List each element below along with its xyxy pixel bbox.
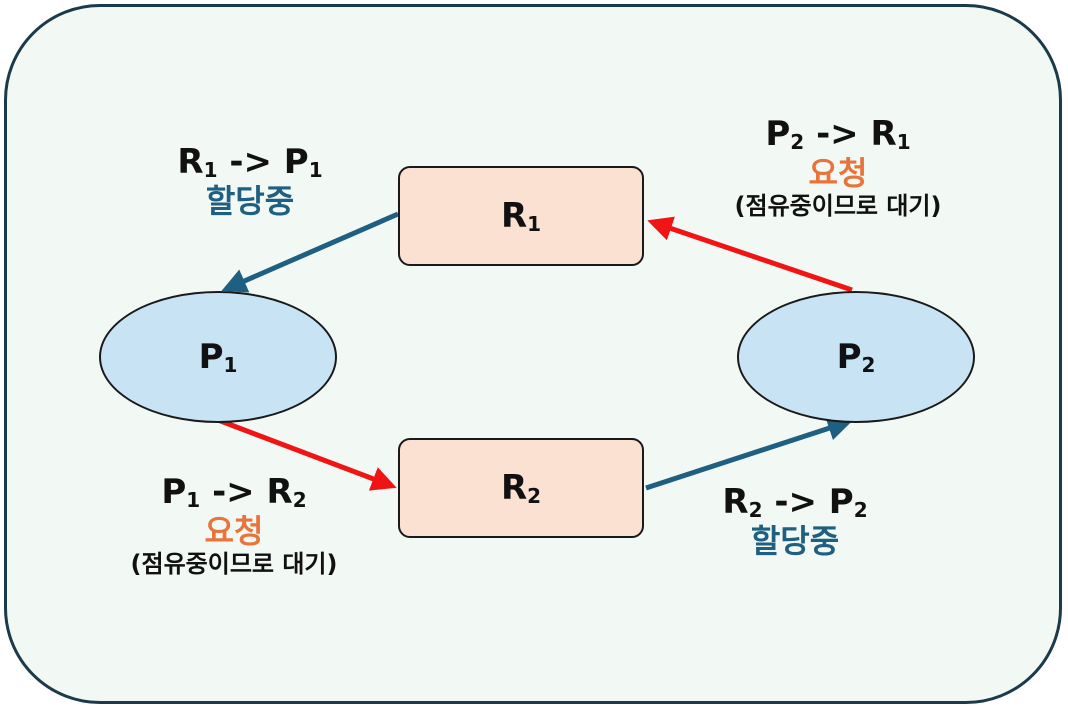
resource-r2: R2: [398, 438, 644, 538]
relation-r2-p2: R2 -> P2: [722, 482, 868, 522]
resource-r1-label: R1: [500, 196, 542, 236]
caption-p1-r2: P1 -> R2 요청 (점유중이므로 대기): [84, 472, 384, 579]
relation-p2-r1: P2 -> R1: [765, 114, 911, 154]
note-p1-r2: (점유중이므로 대기): [130, 550, 338, 579]
caption-r1-p1: R1 -> P1 할당중: [145, 142, 355, 220]
edge-r2-to-p2: [645, 416, 853, 491]
resource-r1: R1: [398, 166, 644, 266]
process-p2-label: P2: [836, 337, 876, 377]
state-p2-r1: 요청: [808, 153, 868, 192]
edge-r1-to-p1: [221, 211, 399, 293]
process-p2: P2: [737, 291, 975, 423]
edge-p2-to-r1: [647, 216, 853, 293]
caption-p2-r1: P2 -> R1 요청 (점유중이므로 대기): [688, 114, 988, 221]
caption-r2-p2: R2 -> P2 할당중: [690, 482, 900, 560]
edge-p1-to-r2: [217, 417, 397, 491]
relation-r1-p1: R1 -> P1: [177, 142, 323, 182]
state-p1-r2: 요청: [204, 511, 264, 550]
state-r1-p1: 할당중: [205, 181, 295, 220]
state-r2-p2: 할당중: [750, 521, 840, 560]
note-p2-r1: (점유중이므로 대기): [734, 192, 942, 221]
process-p1: P1: [99, 291, 337, 423]
process-p1-label: P1: [198, 337, 238, 377]
relation-p1-r2: P1 -> R2: [161, 472, 307, 512]
resource-r2-label: R2: [500, 468, 542, 508]
